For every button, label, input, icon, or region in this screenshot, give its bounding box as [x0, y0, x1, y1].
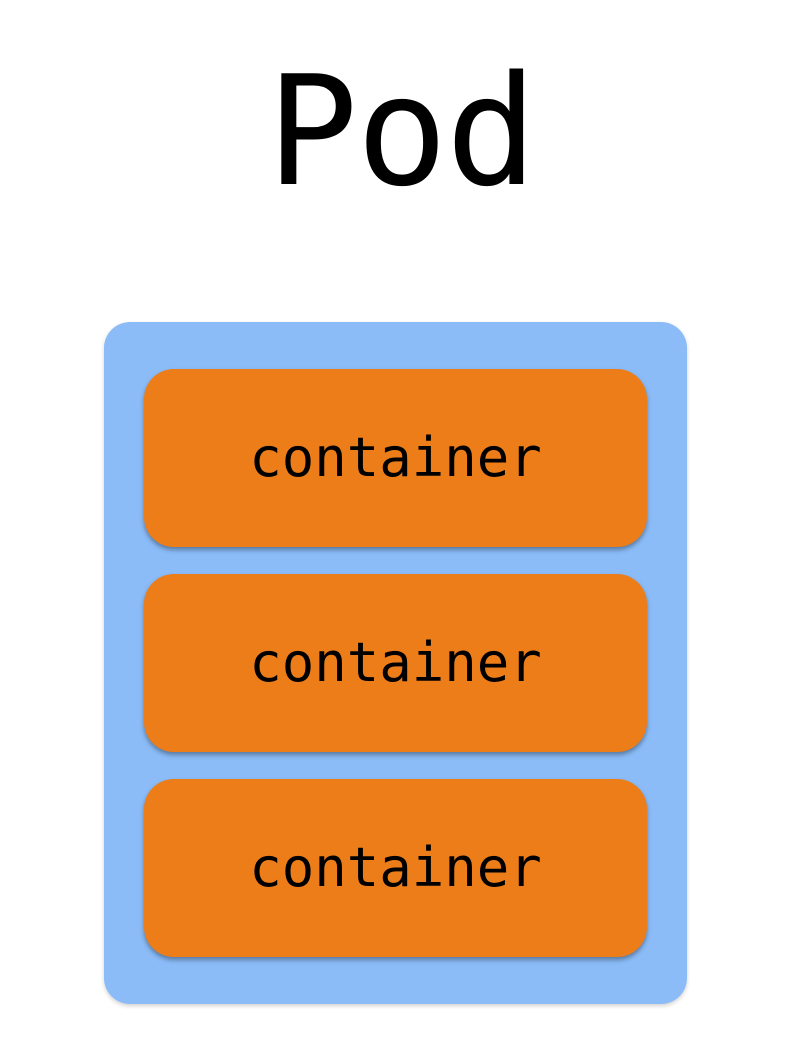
container-label-3: container [249, 836, 542, 899]
container-box-2: container [144, 574, 647, 752]
pod-title: Pod [266, 43, 538, 220]
container-box-1: container [144, 369, 647, 547]
container-label-2: container [249, 631, 542, 694]
container-label-1: container [249, 426, 542, 489]
container-box-3: container [144, 779, 647, 957]
